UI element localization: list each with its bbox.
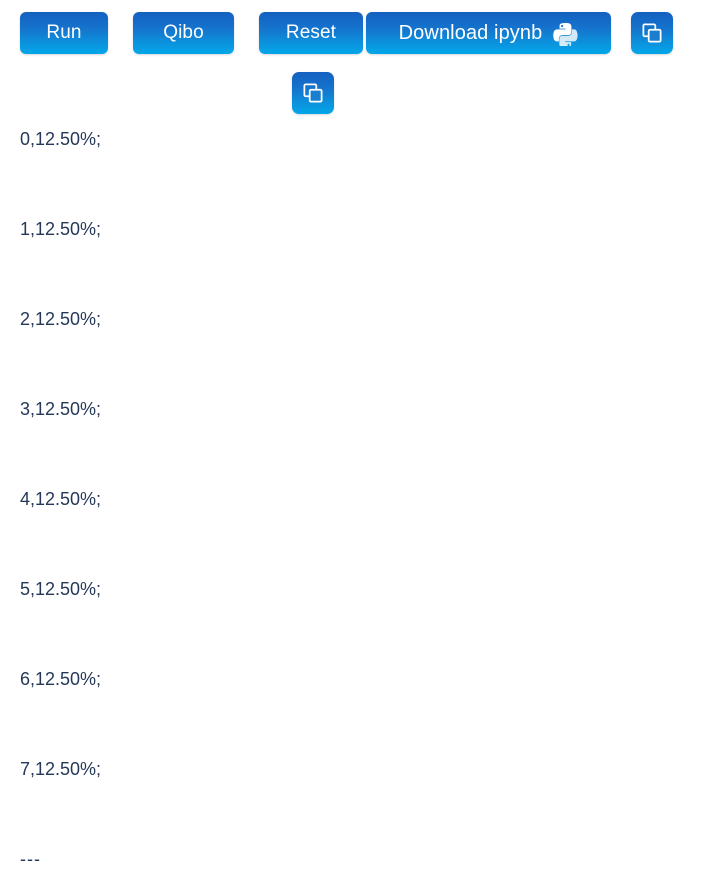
code-toolbar: Download ipynb — [366, 12, 673, 54]
output-line: 2,12.50%; — [20, 309, 102, 329]
copy-icon — [641, 22, 663, 44]
results-toolbar: Run Qibo Reset — [20, 12, 363, 54]
app-root: Run Qibo Reset 0,12.50%; 1,12.50%; 2,12.… — [0, 0, 703, 869]
output-line: 6,12.50%; — [20, 669, 102, 689]
output-line: 1,12.50%; — [20, 219, 102, 239]
download-ipynb-button[interactable]: Download ipynb — [366, 12, 611, 54]
output-line: 3,12.50%; — [20, 399, 102, 419]
code-panel: Download ipynb import numpy a — [357, 0, 703, 444]
python-logo-icon — [553, 21, 578, 46]
results-output: 0,12.50%; 1,12.50%; 2,12.50%; 3,12.50%; … — [20, 64, 294, 888]
run-button[interactable]: Run — [20, 12, 108, 54]
output-line: 0,12.50%; — [20, 129, 102, 149]
qibo-button[interactable]: Qibo — [133, 12, 234, 54]
download-ipynb-label: Download ipynb — [398, 21, 543, 44]
output-line: 7,12.50%; — [20, 759, 102, 779]
output-line: 5,12.50%; — [20, 579, 102, 599]
copy-code-button[interactable] — [631, 12, 673, 54]
reset-button[interactable]: Reset — [259, 12, 363, 54]
copy-results-button[interactable] — [292, 72, 334, 114]
output-line: 4,12.50%; — [20, 489, 102, 509]
results-panel: Run Qibo Reset 0,12.50%; 1,12.50%; 2,12.… — [0, 0, 363, 869]
output-separator: --- — [20, 849, 41, 869]
copy-icon — [302, 82, 324, 104]
